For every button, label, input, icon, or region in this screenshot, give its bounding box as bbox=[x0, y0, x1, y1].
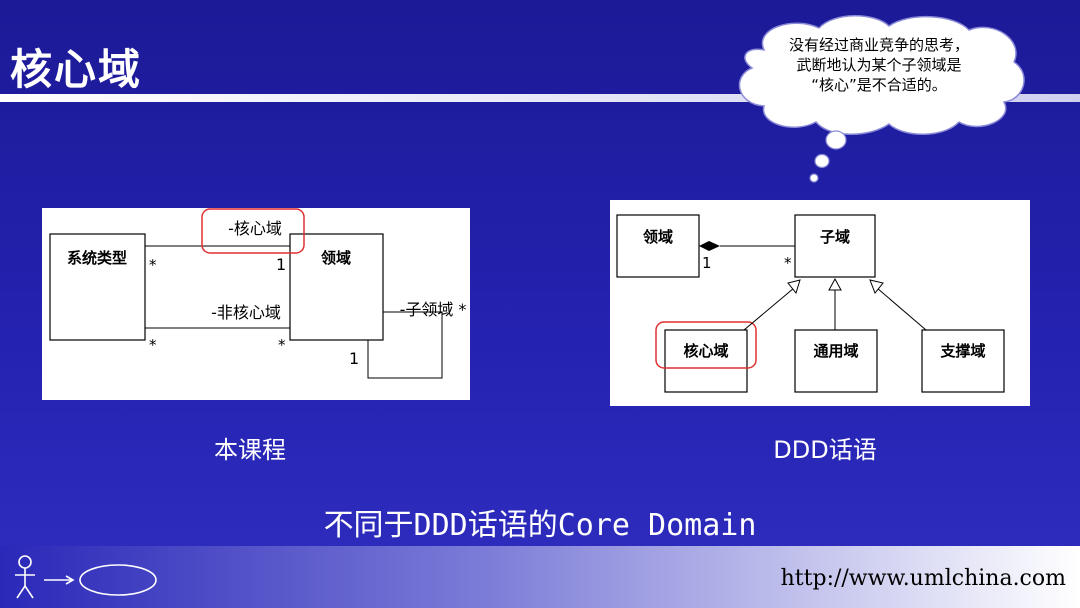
slide-subtitle: 不同于DDD话语的Core Domain bbox=[323, 508, 757, 543]
footer-bar: http://www.umlchina.com bbox=[0, 546, 1080, 608]
core-highlight-box bbox=[655, 321, 757, 369]
mult-domain: 1 bbox=[702, 254, 712, 272]
left-class-diagram: 系统类型 领域 -核心域 -非核心域 -子领域 * * 1 * * 1 bbox=[49, 208, 467, 379]
class-generic-box bbox=[794, 329, 878, 393]
generalization-generic-arrow bbox=[828, 277, 842, 291]
mult-subdomain: * bbox=[784, 254, 792, 272]
thought-bubble-2 bbox=[814, 153, 830, 169]
generalization-core-arrow bbox=[787, 279, 801, 295]
slide-title: 核心域 bbox=[10, 45, 143, 94]
right-diagram-panel: 领域 子域 1 * 核心域 通用域 支撑域 bbox=[610, 200, 1030, 406]
class-support-label: 支撑域 bbox=[939, 342, 985, 360]
class-subdomain-box bbox=[794, 214, 876, 278]
class-domain-label: 领域 bbox=[642, 228, 673, 246]
class-domain-label: 领域 bbox=[320, 249, 351, 267]
class-core-label: 核心域 bbox=[683, 342, 728, 360]
class-subdomain-label: 子域 bbox=[820, 228, 850, 246]
title-divider bbox=[0, 94, 1080, 102]
thought-bubble-3 bbox=[809, 173, 819, 183]
mult-core-left: * bbox=[149, 256, 157, 274]
thought-cloud-shape bbox=[738, 15, 1025, 135]
class-support-box bbox=[921, 329, 1005, 393]
assoc-core-label: -核心域 bbox=[228, 219, 282, 238]
actor-head-icon bbox=[18, 555, 32, 569]
generalization-core-line bbox=[743, 287, 795, 331]
thought-line-1: 没有经过商业竞争的思考， bbox=[789, 36, 969, 54]
self-assoc-label: -子领域 * bbox=[400, 300, 467, 319]
arrow-head-icon bbox=[65, 575, 75, 585]
footer-url: http://www.umlchina.com bbox=[780, 566, 1066, 591]
class-domain-box bbox=[616, 214, 700, 278]
mult-noncore-left: * bbox=[149, 336, 157, 354]
actor-usecase-logo bbox=[15, 555, 157, 599]
class-system-type-label: 系统类型 bbox=[67, 249, 127, 267]
thought-cloud: 没有经过商业竞争的思考， 武断地认为某个子领域是 “核心”是不合适的。 bbox=[738, 15, 1025, 183]
left-caption: 本课程 bbox=[214, 436, 286, 464]
mult-noncore-right: * bbox=[278, 336, 286, 354]
actor-leg-left-icon bbox=[16, 585, 26, 599]
core-highlight-box bbox=[201, 208, 305, 254]
class-system-type-box bbox=[49, 233, 146, 341]
class-domain-box bbox=[289, 233, 384, 341]
mult-core-right: 1 bbox=[276, 255, 286, 274]
right-class-diagram: 领域 子域 1 * 核心域 通用域 支撑域 bbox=[616, 214, 1005, 393]
actor-leg-right-icon bbox=[24, 585, 34, 599]
right-caption: DDD话语 bbox=[773, 436, 877, 464]
thought-bubble-1 bbox=[825, 130, 847, 150]
class-core-box bbox=[664, 329, 748, 393]
usecase-ellipse-icon bbox=[79, 564, 157, 596]
composition-diamond bbox=[699, 241, 720, 251]
self-assoc-line bbox=[367, 311, 443, 379]
thought-line-2: 武断地认为某个子领域是 bbox=[796, 56, 961, 74]
mult-self: 1 bbox=[349, 349, 359, 368]
class-generic-label: 通用域 bbox=[813, 342, 858, 360]
generalization-support-line bbox=[876, 287, 927, 331]
generalization-support-arrow bbox=[869, 279, 884, 294]
thought-line-3: “核心”是不合适的。 bbox=[811, 76, 947, 94]
assoc-noncore-label: -非核心域 bbox=[211, 303, 281, 322]
left-diagram-panel: 系统类型 领域 -核心域 -非核心域 -子领域 * * 1 * * 1 bbox=[42, 208, 470, 400]
